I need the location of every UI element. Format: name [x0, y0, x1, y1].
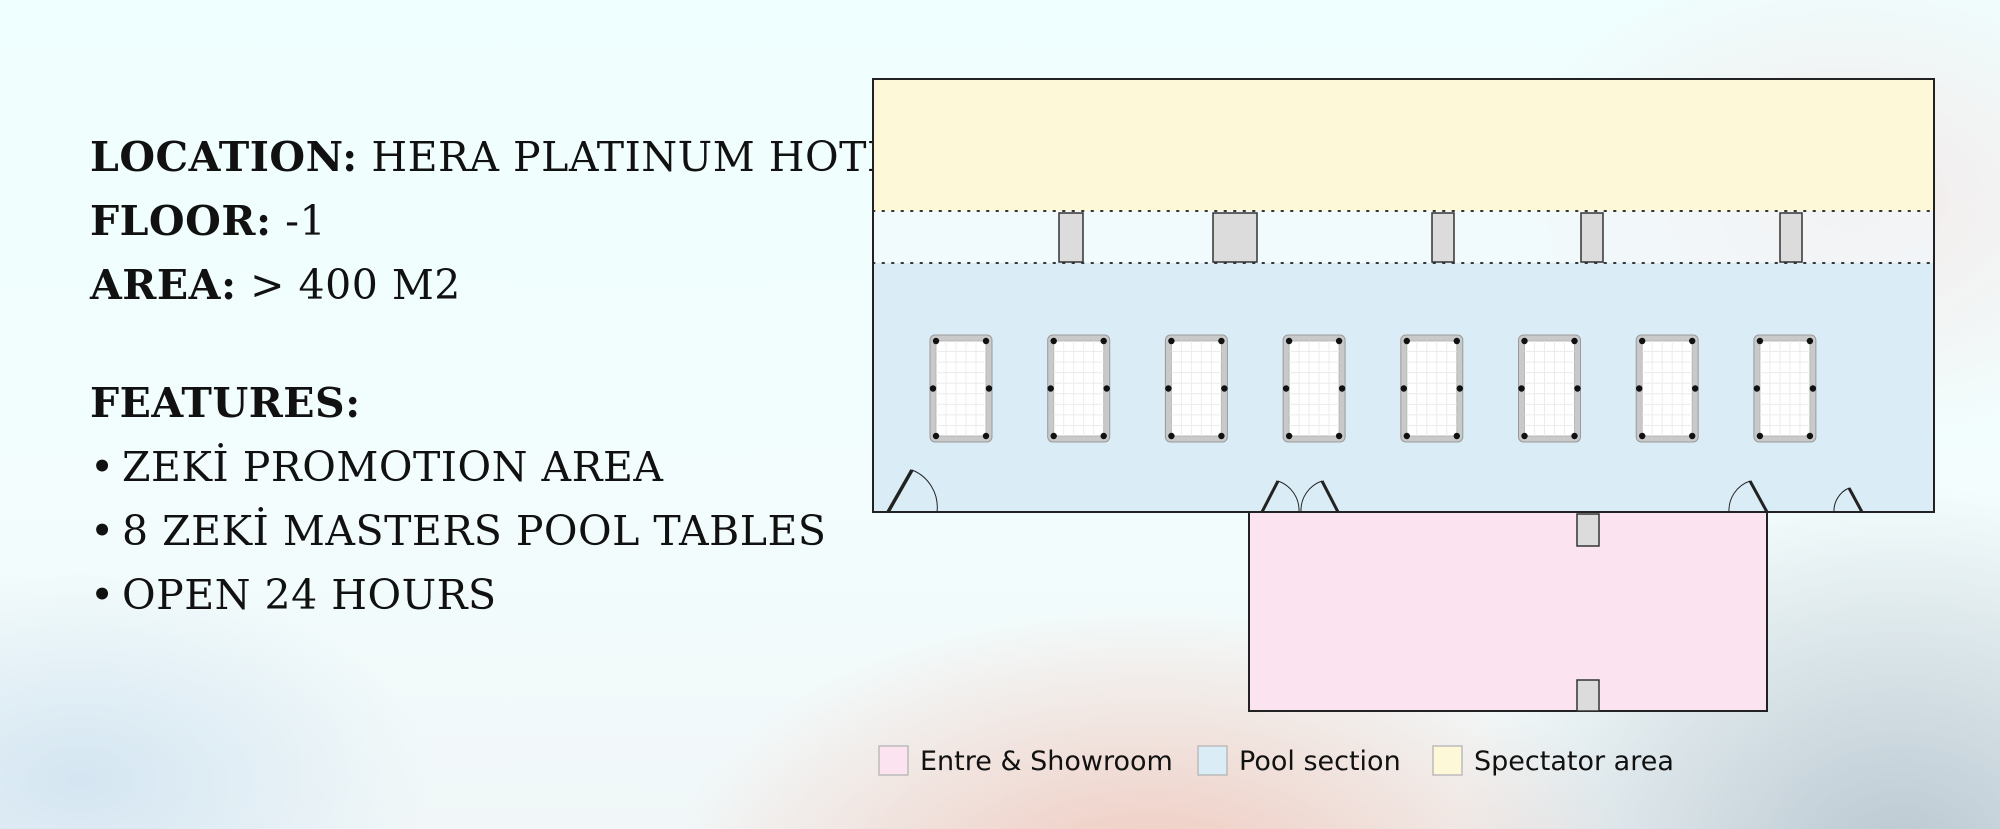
floor-key: FLOOR:: [90, 197, 272, 245]
column: [1580, 212, 1604, 263]
pool-table-icon: [1753, 334, 1817, 443]
pool-tables: [929, 334, 1817, 443]
info-panel: LOCATION: HERA PLATINUM HOTEL FLOOR: -1 …: [90, 125, 925, 627]
features-title: FEATURES:: [90, 379, 361, 427]
door-icon: [1300, 480, 1340, 513]
feature-text: 8 ZEKİ MASTERS POOL TABLES: [122, 507, 827, 555]
door-icon: [1833, 487, 1864, 513]
column: [1431, 212, 1455, 263]
legend-swatch-pool: [1197, 745, 1228, 776]
feature-item: •8 ZEKİ MASTERS POOL TABLES: [90, 499, 925, 563]
legend-swatch-spectator: [1432, 745, 1463, 776]
area-value: > 400 M2: [250, 261, 461, 309]
column: [1576, 513, 1600, 547]
column: [1058, 212, 1084, 263]
pool-table-icon: [1047, 334, 1111, 443]
spectator-area-zone: [873, 79, 1934, 211]
aisle-zone: [873, 211, 1934, 263]
location-value: HERA PLATINUM HOTEL: [371, 133, 926, 181]
area-key: AREA:: [90, 261, 237, 309]
door-icon: [886, 469, 938, 513]
main-hall-outline: [872, 78, 1935, 513]
area-line: AREA: > 400 M2: [90, 253, 925, 317]
bullet-icon: •: [90, 571, 115, 619]
legend-label-pool: Pool section: [1239, 746, 1401, 777]
feature-item: •ZEKİ PROMOTION AREA: [90, 435, 925, 499]
feature-text: OPEN 24 HOURS: [122, 571, 497, 619]
legend-label-entrance: Entre & Showroom: [920, 746, 1173, 777]
bullet-icon: •: [90, 443, 115, 491]
columns: [1058, 212, 1803, 712]
feature-text: ZEKİ PROMOTION AREA: [122, 443, 664, 491]
pool-table-icon: [1164, 334, 1228, 443]
door-icon: [1728, 480, 1769, 513]
feature-item: •OPEN 24 HOURS: [90, 563, 925, 627]
features-list: •ZEKİ PROMOTION AREA •8 ZEKİ MASTERS POO…: [90, 435, 925, 627]
pool-table-icon: [929, 334, 993, 443]
pool-table-icon: [1400, 334, 1464, 443]
pool-table-icon: [1282, 334, 1346, 443]
door-icon: [1260, 480, 1300, 513]
location-line: LOCATION: HERA PLATINUM HOTEL: [90, 125, 925, 189]
legend-label-spectator: Spectator area: [1474, 746, 1674, 777]
pool-table-icon: [1518, 334, 1581, 443]
floor-line: FLOOR: -1: [90, 189, 925, 253]
legend-swatch-entrance: [878, 745, 909, 776]
legend: Entre & Showroom Pool section Spectator …: [878, 745, 1674, 777]
column: [1212, 212, 1258, 263]
pool-table-icon: [1635, 334, 1699, 443]
doors: [886, 469, 1864, 513]
column: [1779, 212, 1803, 263]
location-key: LOCATION:: [90, 133, 358, 181]
bullet-icon: •: [90, 507, 115, 555]
floor-value: -1: [285, 197, 327, 245]
entrance-showroom-zone: [1248, 511, 1768, 712]
column: [1576, 679, 1600, 712]
